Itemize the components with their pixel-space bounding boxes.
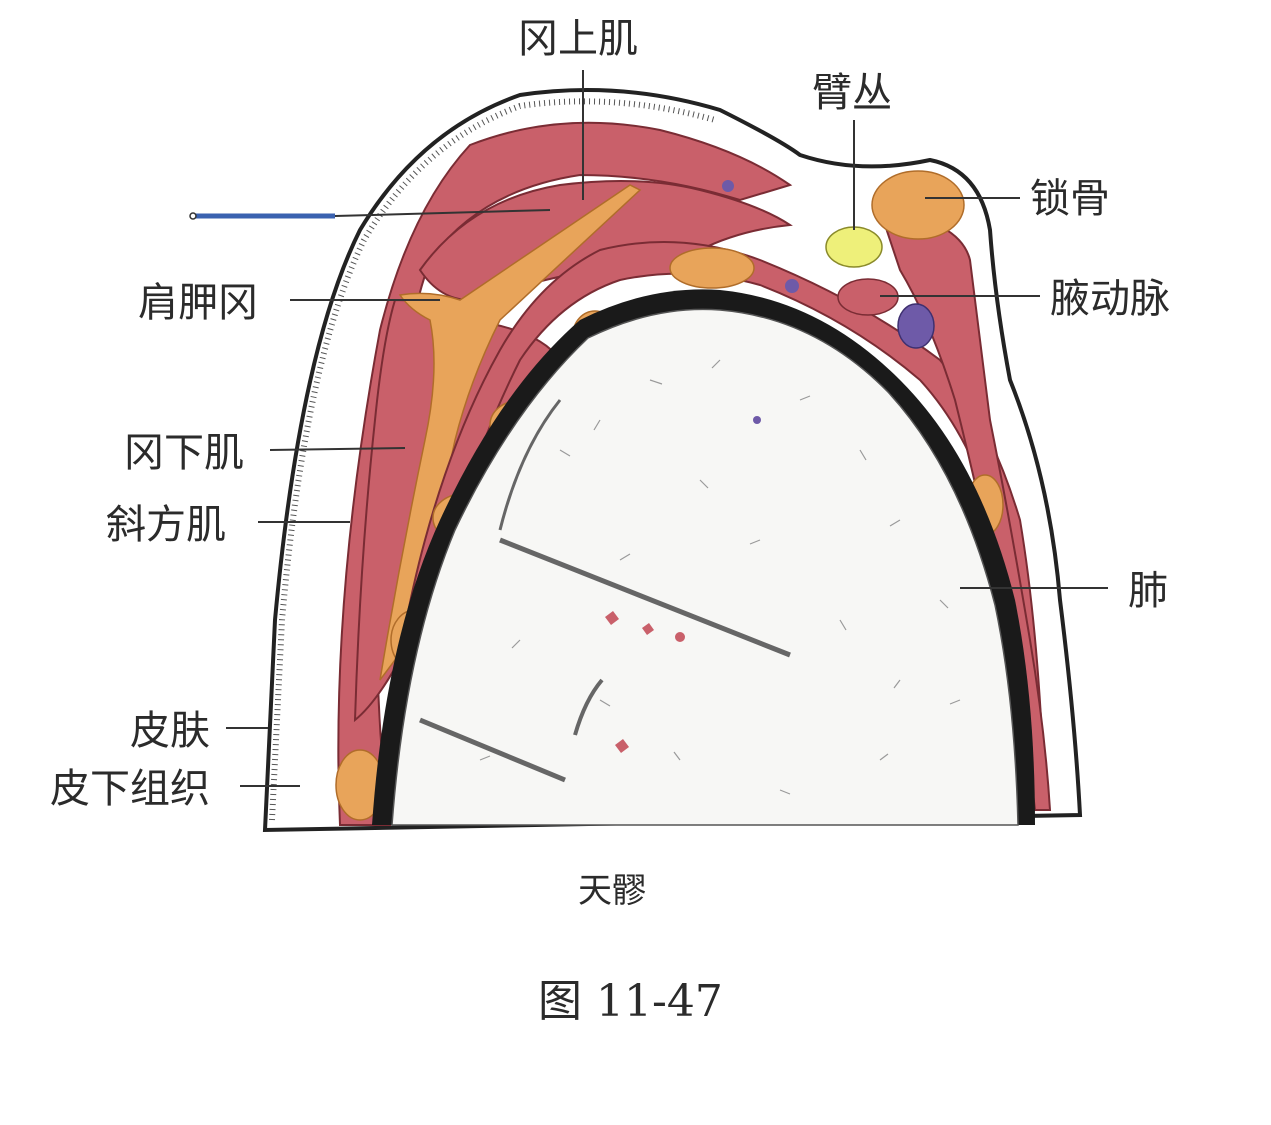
- label-infraspinatus: 冈下肌: [124, 430, 244, 476]
- acupoint-name: 天髎: [578, 871, 646, 911]
- lung-vessel: [642, 623, 654, 635]
- label-subcutaneous: 皮下组织: [50, 766, 210, 812]
- lung-fissure: [498, 399, 562, 531]
- label-lung: 肺: [1128, 568, 1168, 614]
- lung-vessel: [615, 739, 629, 753]
- rib-bone: [669, 247, 755, 289]
- leader-needle-target: [334, 209, 551, 217]
- small-vessel: [722, 180, 734, 192]
- clavicle-bone: [871, 170, 965, 240]
- lung-texture: [479, 359, 961, 795]
- label-supraspinatus: 冈上肌: [518, 16, 638, 62]
- label-axillary-artery: 腋动脉: [1050, 276, 1170, 322]
- label-skin: 皮肤: [130, 708, 210, 754]
- lung-tissue: [391, 308, 1019, 826]
- axillary-vein: [897, 303, 935, 349]
- leader-infraspinatus: [269, 447, 406, 451]
- needle-tip: [189, 212, 197, 220]
- lung-vessel: [753, 416, 761, 424]
- label-trapezius: 斜方肌: [106, 502, 226, 548]
- lung-fissure: [419, 717, 566, 783]
- figure-number: 图 11-47: [538, 976, 723, 1027]
- label-clavicle: 锁骨: [1030, 176, 1110, 222]
- label-brachial-plexus: 臂丛: [812, 70, 892, 116]
- bronchus: [573, 678, 604, 736]
- lung-vessel: [675, 632, 685, 642]
- small-vessel: [785, 279, 799, 293]
- brachial-plexus: [825, 226, 883, 268]
- label-scapular-spine: 肩胛冈: [138, 280, 258, 326]
- lung-fissure: [499, 537, 791, 658]
- lung-vessel: [605, 611, 619, 625]
